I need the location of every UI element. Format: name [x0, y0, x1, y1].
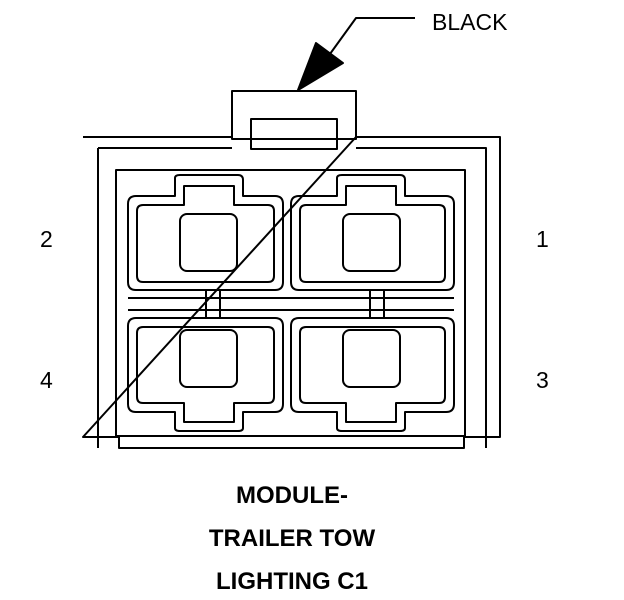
cavity-pin-2-outline — [127, 174, 284, 291]
diagram-title-line-2: TRAILER TOW — [208, 525, 376, 552]
pin-label-4: 4 — [40, 367, 53, 393]
cavity-pin-4-outline — [127, 317, 284, 432]
locking-tab-inner — [250, 118, 338, 150]
diagram-title-line-1: MODULE- — [236, 482, 348, 509]
terminal-pin-4 — [179, 329, 238, 388]
cavity-pin-3-inner — [299, 326, 446, 423]
terminal-pin-2 — [179, 213, 238, 272]
cavity-frame — [115, 169, 466, 437]
cavity-pin-4-inner — [136, 326, 275, 423]
diagram-title-line-3: LIGHTING C1 — [215, 568, 368, 595]
locking-tab — [231, 90, 357, 140]
pin-label-1: 1 — [536, 226, 549, 252]
cavity-pin-3-outline — [290, 317, 455, 432]
connector-housing — [82, 136, 501, 449]
pin-label-3: 3 — [536, 367, 549, 393]
cavity-pin-2-inner — [136, 185, 275, 283]
callout-arrowhead — [297, 42, 344, 91]
housing-inner-wall — [97, 147, 487, 448]
terminal-pin-3 — [342, 329, 401, 388]
callout-label-black: BLACK — [432, 9, 508, 35]
cavity-spine — [128, 290, 454, 318]
callout-leader-line — [321, 17, 415, 66]
cavity-pin-1-outline — [290, 174, 455, 291]
cavity-pin-1-inner — [299, 185, 446, 283]
pin-label-2: 2 — [40, 226, 53, 252]
terminal-pin-1 — [342, 213, 401, 272]
